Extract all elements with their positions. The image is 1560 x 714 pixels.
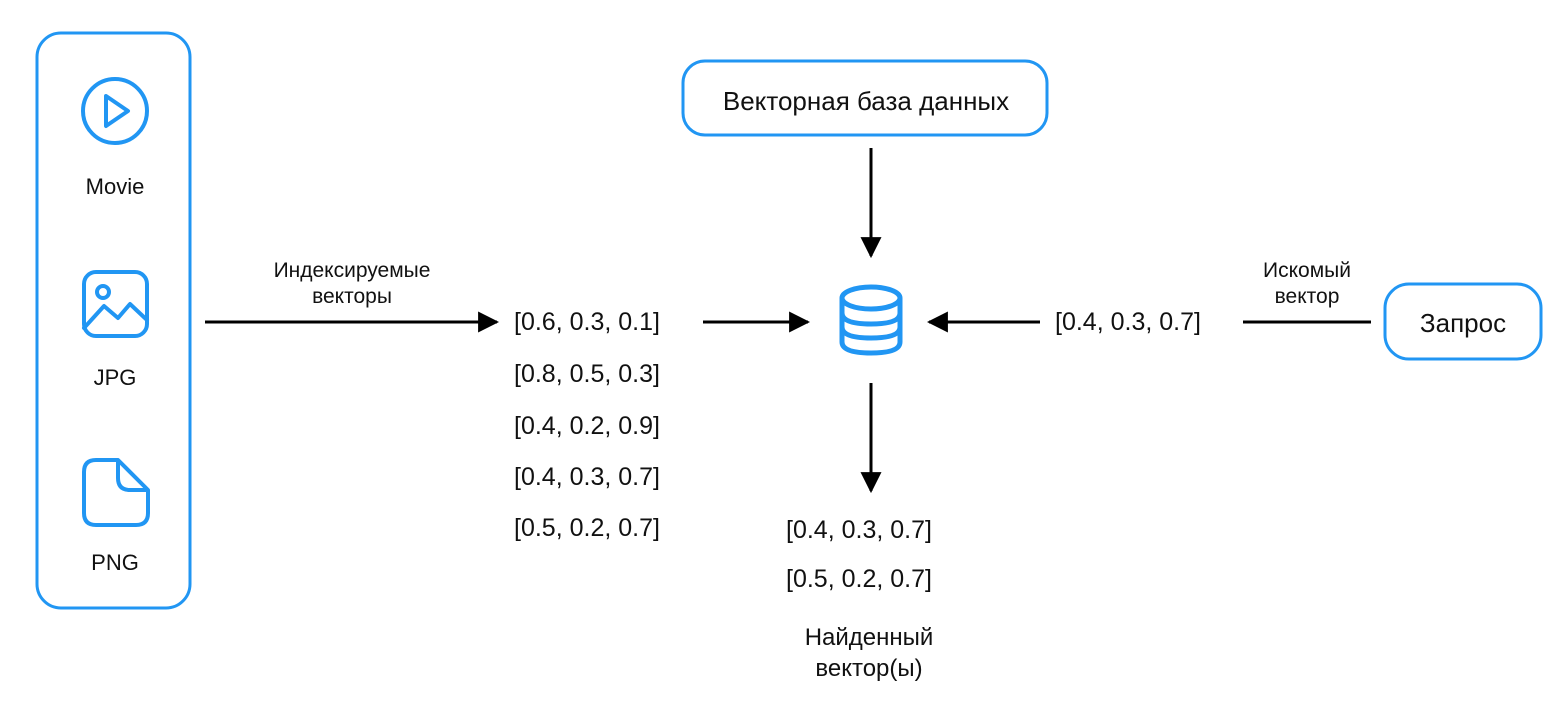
indexed-label-line2: векторы (312, 285, 392, 309)
vector-db-box (681, 59, 1049, 137)
found-label-line2: вектор(ы) (815, 655, 923, 683)
source-label-jpg: JPG (93, 365, 137, 390)
query-box (1383, 282, 1543, 361)
query-vector-label: Искомый вектор (1263, 258, 1351, 311)
indexed-vector-item: [0.4, 0.3, 0.7] (514, 463, 660, 491)
found-vector-item: [0.4, 0.3, 0.7] (786, 516, 932, 544)
found-label-line1: Найденный (804, 624, 934, 651)
database-icon (839, 284, 903, 356)
indexed-vector-item: [0.5, 0.2, 0.7] (514, 514, 660, 542)
found-vectors-label: Найденный вектор(ы) (805, 622, 934, 684)
query-label-line1: Искомый (1263, 259, 1351, 282)
video-play-icon (81, 77, 149, 145)
found-vector-item: [0.5, 0.2, 0.7] (786, 565, 932, 593)
indexed-vector-item: [0.4, 0.2, 0.9] (514, 412, 660, 440)
query-label: Запрос (1419, 308, 1507, 338)
query-vector: [0.4, 0.3, 0.7] (1055, 308, 1201, 336)
vector-db-label: Векторная база данных (722, 86, 1010, 116)
file-icon (82, 458, 150, 527)
indexed-label-line1: Индексируемые (273, 259, 431, 282)
query-label-line2: вектор (1274, 285, 1340, 309)
indexed-vector-item: [0.8, 0.5, 0.3] (514, 360, 660, 388)
image-icon (82, 270, 149, 338)
indexed-vectors-label: Индексируемые векторы (274, 258, 431, 311)
source-label-png: PNG (91, 550, 139, 575)
indexed-vector-item: [0.6, 0.3, 0.1] (514, 308, 660, 336)
sources-panel (35, 31, 192, 610)
source-label-movie: Movie (85, 174, 145, 199)
